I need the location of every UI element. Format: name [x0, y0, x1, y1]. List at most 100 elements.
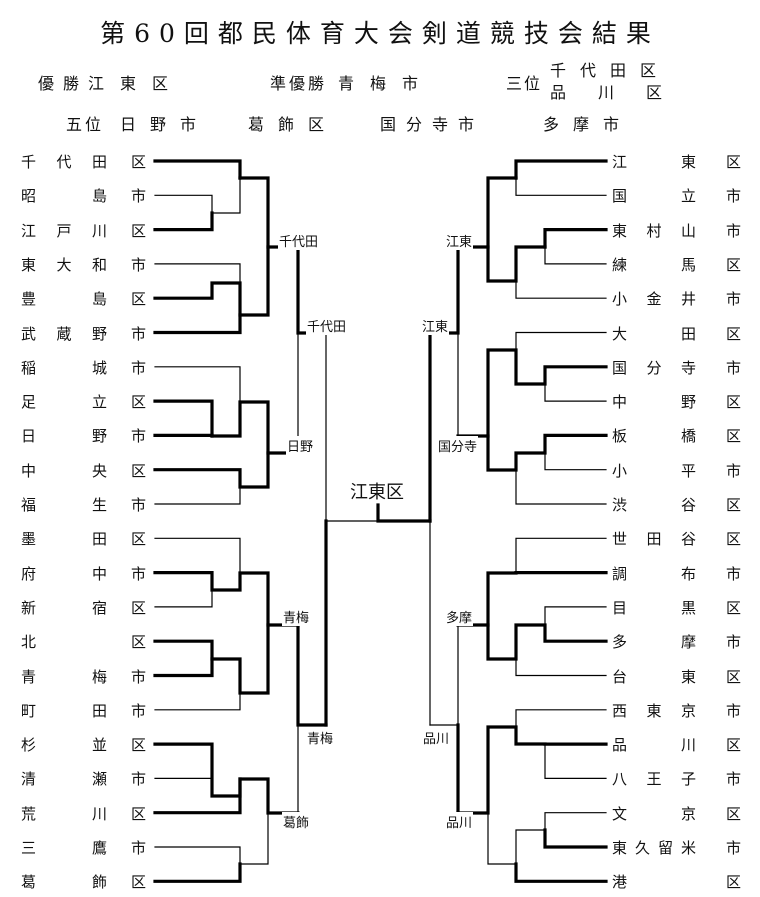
right-team-suffix-5: 区 — [726, 324, 742, 343]
right-team-name-21: 港 — [612, 873, 628, 892]
left-team-suffix-10: 市 — [131, 496, 147, 514]
bracket-line-46 — [515, 537, 607, 574]
bracket-line-49 — [486, 623, 608, 661]
bracket-line-41 — [486, 433, 608, 472]
bracket-line-54 — [487, 812, 607, 865]
right-team-name-9: 小平 — [612, 461, 696, 480]
left-team-suffix-12: 市 — [131, 564, 147, 583]
bracket-line-4 — [154, 263, 241, 284]
left-team-suffix-1: 市 — [131, 187, 147, 206]
left-qf-2-winner: 日野 — [286, 436, 315, 455]
left-team-name-13: 新宿 — [21, 598, 107, 617]
bracket-line-7 — [154, 366, 241, 403]
left-team-suffix-3: 市 — [131, 255, 147, 274]
bracket-line-43 — [515, 469, 607, 505]
right-team-suffix-18: 市 — [726, 770, 742, 789]
right-team-name-1: 国立 — [612, 187, 696, 206]
left-team-name-11: 墨田 — [21, 530, 107, 549]
right-team-name-16: 西東京 — [612, 701, 696, 720]
right-team-name-2: 東村山 — [612, 221, 696, 240]
right-qf-top-winner: 江東 — [445, 231, 474, 250]
right-team-name-17: 品川 — [612, 736, 696, 755]
bracket-line-30 — [376, 503, 432, 523]
right-team-suffix-8: 区 — [726, 427, 742, 446]
left-team-suffix-11: 区 — [131, 530, 147, 549]
fifth-name-1: 日野市 — [120, 115, 211, 134]
right-qf-3-winner: 多摩 — [445, 607, 474, 626]
left-team-name-17: 杉並 — [21, 736, 107, 755]
left-team-name-15: 青梅 — [21, 667, 107, 686]
left-qf-top-winner: 千代田 — [278, 231, 320, 250]
right-sf-bottom-winner: 品川 — [422, 728, 451, 747]
left-team-name-6: 稲城 — [21, 358, 107, 377]
right-team-suffix-12: 市 — [726, 564, 742, 583]
bracket-line-42 — [544, 452, 607, 471]
left-team-suffix-6: 市 — [131, 358, 147, 377]
bracket-line-10 — [153, 451, 270, 489]
right-team-name-19: 文京 — [612, 804, 696, 823]
bracket-line-9 — [153, 433, 214, 438]
page-title: 第60回都民体育大会剣道競技会結果 — [100, 19, 660, 48]
third-name-2: 品川区 — [550, 83, 695, 102]
left-qf-3-winner: 青梅 — [282, 607, 311, 626]
bracket-line-48 — [544, 606, 607, 626]
left-team-name-18: 清瀬 — [21, 770, 107, 789]
right-team-suffix-9: 市 — [726, 461, 742, 480]
left-team-suffix-19: 区 — [131, 804, 147, 823]
left-team-suffix-2: 区 — [131, 221, 147, 240]
bracket-line-31 — [514, 159, 608, 180]
right-team-suffix-3: 区 — [726, 255, 742, 274]
right-team-name-8: 板橋 — [612, 427, 696, 446]
left-team-name-7: 足立 — [21, 393, 107, 412]
right-team-name-4: 小金井 — [612, 290, 696, 309]
left-team-suffix-20: 市 — [131, 839, 147, 857]
left-team-name-3: 東大和 — [21, 255, 107, 274]
left-team-suffix-0: 区 — [131, 153, 147, 171]
left-team-suffix-17: 区 — [131, 736, 147, 755]
left-sf-top-winner: 千代田 — [306, 316, 348, 335]
right-team-name-5: 大田 — [612, 324, 696, 343]
left-team-name-0: 千代田 — [21, 153, 107, 171]
bracket-line-0 — [153, 159, 242, 180]
third-name-1: 千代田区 — [550, 61, 671, 80]
right-team-suffix-19: 区 — [726, 804, 742, 823]
left-team-name-4: 豊島 — [21, 290, 107, 309]
left-team-suffix-8: 市 — [131, 427, 147, 446]
champion-label: 優勝 — [38, 74, 89, 93]
right-team-suffix-20: 市 — [726, 839, 742, 857]
bracket-line-37 — [515, 280, 607, 299]
right-qf-4-winner: 品川 — [445, 812, 474, 831]
left-team-suffix-21: 区 — [131, 873, 147, 892]
left-team-name-14: 北 — [21, 633, 37, 652]
right-team-name-14: 多摩 — [612, 633, 696, 652]
fifth-name-3: 国分寺市 — [380, 115, 485, 134]
left-team-name-2: 江戸川 — [21, 221, 107, 240]
bracket-line-25 — [296, 623, 328, 727]
right-team-name-0: 江東 — [612, 153, 696, 171]
bracket-line-39 — [456, 348, 608, 438]
left-team-name-20: 三鷹 — [21, 839, 107, 857]
right-team-name-6: 国分寺 — [612, 358, 696, 377]
bracket-line-24 — [153, 862, 242, 883]
bracket-line-38 — [515, 331, 607, 385]
right-team-name-13: 目黒 — [612, 598, 696, 617]
runnerup-name: 青梅市 — [338, 74, 435, 93]
bracket-line-40 — [544, 383, 607, 402]
left-team-name-19: 荒川 — [21, 804, 107, 823]
bracket-line-14 — [154, 537, 241, 574]
bracket-line-36 — [486, 245, 547, 283]
bracket-line-11 — [154, 486, 241, 505]
bracket-line-19 — [154, 692, 241, 711]
left-team-suffix-4: 区 — [131, 290, 147, 309]
right-team-name-7: 中野 — [612, 393, 696, 412]
right-team-suffix-11: 区 — [726, 530, 742, 549]
left-team-suffix-9: 区 — [131, 461, 147, 480]
bracket-line-1 — [154, 177, 241, 214]
fifth-label: 五位 — [66, 115, 105, 134]
bracket-line-23 — [154, 812, 269, 865]
right-team-suffix-21: 区 — [726, 873, 742, 892]
left-team-suffix-5: 市 — [131, 324, 147, 343]
bracket-line-17 — [153, 623, 270, 695]
right-team-name-15: 台東 — [612, 667, 696, 686]
